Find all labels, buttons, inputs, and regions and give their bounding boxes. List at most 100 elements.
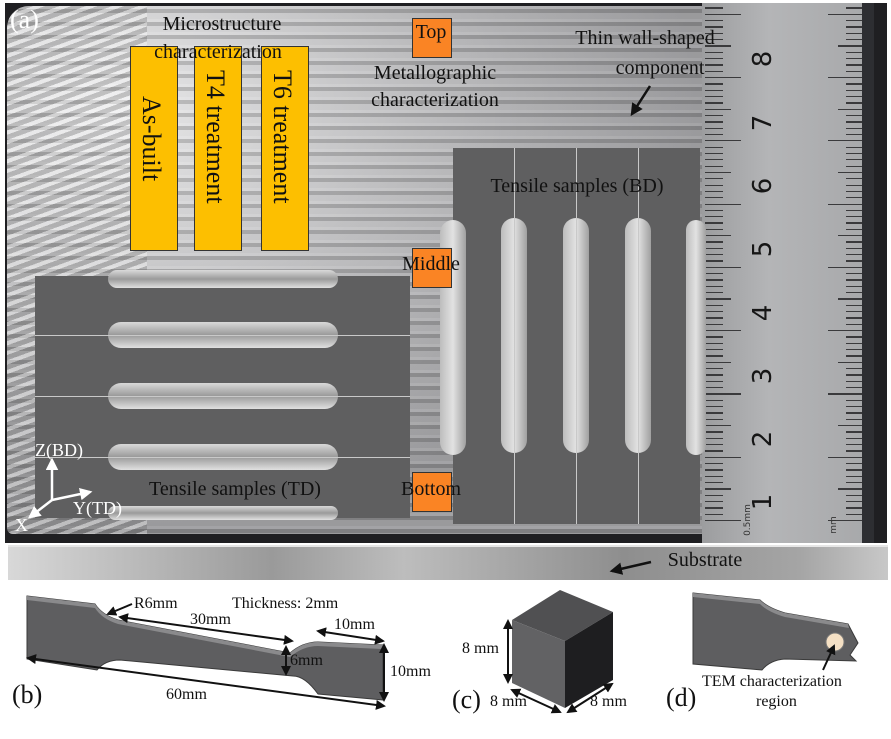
ruler-tick — [846, 190, 862, 193]
ruler-tick — [846, 70, 862, 72]
ruler-tick — [705, 76, 741, 79]
ruler-tick — [838, 361, 862, 364]
ruler-tick — [705, 178, 723, 180]
ruler-tick — [705, 95, 723, 98]
microstructure-title-line1: Microstructure — [162, 13, 282, 35]
ruler-tick — [705, 171, 731, 174]
ruler-tick — [846, 317, 862, 319]
ruler-tick — [705, 336, 723, 338]
ruler-tick — [705, 83, 723, 85]
ruler-tick — [846, 355, 862, 357]
panel-label-c: (c) — [452, 685, 481, 714]
tem-label-line1: TEM characterization — [702, 673, 842, 690]
td-sample-gap — [108, 270, 338, 288]
axis-z-label: Z(BD) — [35, 440, 83, 460]
ruler-tick — [828, 456, 862, 458]
ruler-tick — [846, 380, 862, 383]
t4-treatment-bar — [194, 46, 242, 251]
ruler-tick — [846, 102, 862, 104]
ruler-tick — [828, 140, 862, 142]
ruler-tick — [828, 330, 862, 332]
ruler-tick — [846, 444, 862, 446]
axis-triad-icon — [28, 457, 93, 519]
bd-sample-gap — [686, 220, 706, 455]
ruler-tick — [846, 133, 862, 136]
cube-height-label: 8 mm — [462, 640, 499, 657]
ruler-tick — [705, 197, 723, 199]
bd-cut-line — [638, 148, 639, 524]
ruler-tick — [705, 520, 741, 522]
ruler-tick — [705, 507, 723, 509]
ruler-tick — [846, 292, 862, 294]
ruler-tick — [838, 45, 862, 47]
ruler-tick — [846, 38, 862, 41]
ruler-tick — [705, 488, 731, 490]
component-arrow — [630, 85, 652, 117]
microstructure-title-line2: characterization — [154, 41, 282, 63]
ruler-tick — [705, 425, 731, 427]
ruler-tick — [705, 513, 723, 515]
gauge-width-label: 6mm — [290, 652, 323, 669]
middle-label: Middle — [402, 253, 460, 275]
ruler-tick — [838, 425, 862, 427]
ruler-tick — [846, 279, 862, 281]
ruler-tick — [705, 349, 723, 351]
ruler-tick — [846, 418, 862, 421]
ruler-tick — [846, 83, 862, 85]
ruler-tick — [705, 463, 723, 465]
ruler-tick — [838, 298, 862, 300]
total-length-label: 60mm — [166, 686, 207, 703]
ruler-tick — [705, 235, 731, 237]
tem-specimen-drawing — [692, 592, 859, 671]
ruler-tick — [846, 437, 862, 439]
ruler-tick — [846, 475, 862, 477]
ruler-tick — [705, 469, 723, 471]
tensile-bd-label: Tensile samples (BD) — [490, 175, 664, 197]
ruler-tick — [705, 108, 731, 110]
ruler-tick — [705, 190, 723, 193]
thickness-label: Thickness: 2mm — [232, 595, 339, 612]
ruler-tick — [705, 7, 723, 9]
ruler-tick — [705, 247, 723, 250]
ruler-tick — [846, 501, 862, 503]
middle-marker — [412, 248, 452, 288]
ruler-tick — [705, 437, 723, 439]
ruler-tick — [705, 412, 723, 414]
top-label: Top — [415, 21, 447, 43]
ruler-tick — [846, 469, 862, 471]
ruler-tick — [705, 13, 741, 15]
ruler-tick — [705, 304, 723, 307]
ruler-tick — [705, 159, 723, 161]
axis-y-label: Y(TD) — [73, 498, 122, 518]
cube-width-arrow — [510, 688, 562, 714]
ruler-tick — [846, 507, 862, 509]
ruler-tick — [846, 463, 862, 465]
ruler-tick — [846, 406, 862, 408]
bd-cut-line — [576, 148, 577, 524]
ruler-tick — [705, 418, 723, 421]
ruler-tick — [846, 197, 862, 199]
axis-x-label: X — [15, 515, 28, 535]
ruler-tick — [846, 304, 862, 307]
as-built-bar — [130, 46, 178, 251]
ruler-tick — [705, 26, 723, 28]
ruler-tick — [705, 70, 723, 72]
ruler-tick — [705, 45, 731, 47]
component-line1: Thin wall-shaped — [575, 27, 715, 49]
ruler-tick — [828, 203, 862, 205]
ruler-tick — [846, 95, 862, 98]
component-line2: component — [615, 57, 705, 79]
ruler-tick — [705, 102, 723, 104]
ruler-tick — [705, 501, 723, 503]
ruler-tick — [846, 450, 862, 452]
ruler-tick — [846, 285, 862, 288]
ruler-tick — [705, 89, 723, 91]
ruler-tick — [705, 292, 723, 294]
ruler-tick — [828, 520, 862, 522]
ruler-tick — [705, 406, 723, 408]
ruler-tick — [846, 254, 862, 256]
ruler-tick — [705, 273, 723, 275]
tem-arrow — [822, 644, 836, 671]
ruler-tick — [846, 399, 862, 402]
grip-width-label: 10mm — [390, 663, 431, 680]
